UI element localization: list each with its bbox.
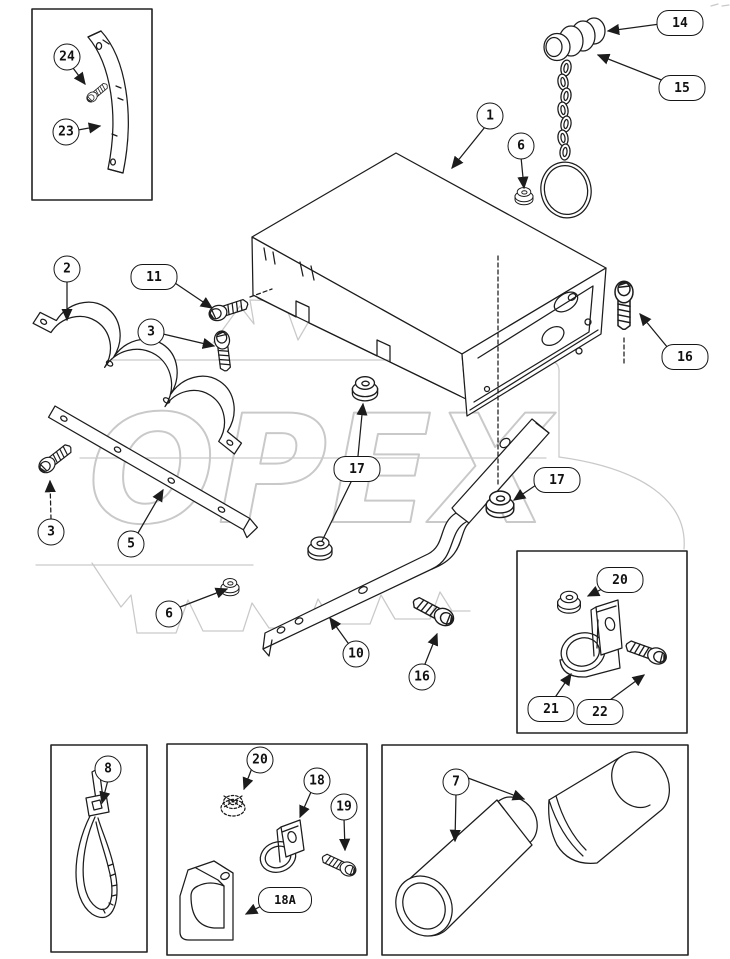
- callout-3-upper: 3: [137, 318, 165, 346]
- callout-23: 23: [52, 118, 80, 146]
- detail-box-d: [166, 743, 368, 956]
- callout-20-boxd: 20: [246, 746, 274, 774]
- curved-strap-part-23: [87, 30, 129, 174]
- callout-14: 14: [656, 10, 704, 36]
- callout-15: 15: [658, 75, 706, 101]
- detail-box-e: [381, 744, 689, 956]
- callout-8: 8: [94, 755, 122, 783]
- callout-20-boxb: 20: [596, 567, 644, 593]
- callout-16-upper: 16: [661, 344, 709, 370]
- callout-3-lower: 3: [37, 518, 65, 546]
- callout-24: 24: [53, 43, 81, 71]
- bolt-part-24: [84, 80, 111, 105]
- detail-box-c: [50, 744, 148, 953]
- chain-ring: [540, 161, 592, 219]
- nut-part-6-upper: [514, 187, 534, 206]
- z-bracket-part-10: [262, 418, 550, 657]
- plug-chain-assembly: [540, 17, 606, 219]
- callout-16-lower: 16: [408, 663, 436, 691]
- bolt-part-16-lower: [409, 593, 458, 630]
- corner-mark: [710, 3, 730, 7]
- callout-6-lower: 6: [155, 600, 183, 628]
- callout-1: 1: [476, 102, 504, 130]
- tube-sleeve-upper: [548, 751, 671, 864]
- bolt-part-16-upper: [614, 280, 634, 330]
- bolt-part-11: [206, 295, 251, 324]
- callout-6-upper: 6: [507, 132, 535, 160]
- loop-clamp-part-21: [559, 599, 623, 678]
- detail-box-a: [31, 8, 153, 201]
- loop-clamp-part-18: [259, 819, 305, 874]
- cable-tie-part-8: [75, 767, 118, 919]
- callout-7: 7: [442, 768, 470, 796]
- callout-11: 11: [130, 264, 178, 290]
- callout-17-right: 17: [533, 467, 581, 493]
- callout-19: 19: [330, 793, 358, 821]
- callout-5: 5: [117, 530, 145, 558]
- callout-18: 18: [303, 767, 331, 795]
- nut-part-6-lower: [220, 578, 240, 597]
- angle-bracket-part-18a: [179, 860, 234, 941]
- bolt-part-3-upper: [212, 329, 234, 373]
- nut-part-20: [557, 590, 581, 614]
- callout-21: 21: [527, 696, 575, 722]
- mount-bar-part-5: [47, 405, 259, 539]
- bolt-part-19: [319, 850, 359, 880]
- bolt-part-3-lower: [35, 440, 76, 477]
- nut-part-20-dotted: [220, 794, 246, 817]
- detail-box-b: [516, 550, 688, 734]
- tube-sleeve-lower: [395, 796, 538, 937]
- callout-17-left: 17: [333, 456, 381, 482]
- callout-18a: 18A: [258, 887, 312, 913]
- wavy-clamp-bracket-part-2: [32, 301, 243, 455]
- main-cover-part-1: [251, 152, 607, 417]
- callout-2: 2: [53, 255, 81, 283]
- bolt-part-22: [623, 636, 670, 668]
- callout-10: 10: [342, 640, 370, 668]
- callout-22: 22: [576, 699, 624, 725]
